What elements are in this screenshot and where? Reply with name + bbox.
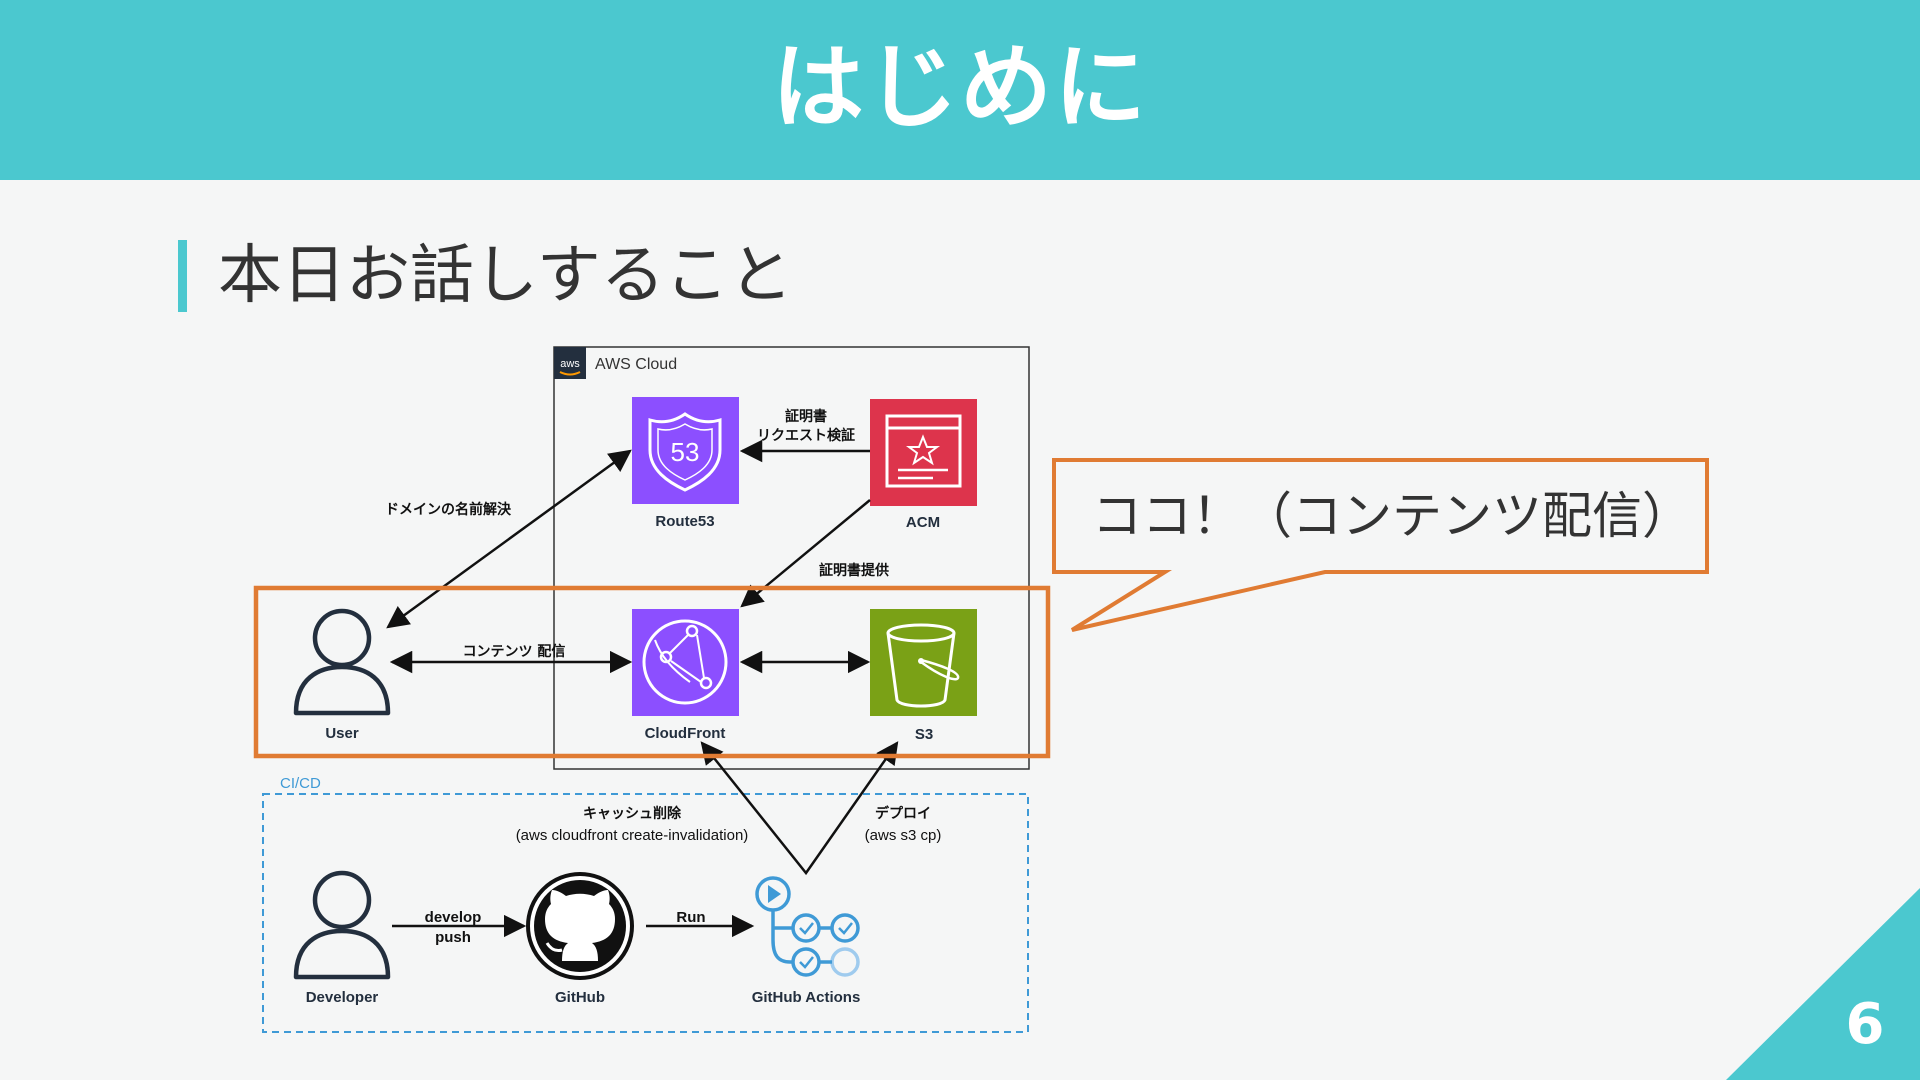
- content-delivery-label: コンテンツ 配信: [463, 643, 566, 660]
- edge-user-route53: [386, 449, 632, 629]
- cert-label-line1: 証明書: [785, 408, 827, 425]
- edge-actions-to-aws: [700, 741, 899, 876]
- route53-badge: 53: [671, 437, 700, 467]
- developer-label: Developer: [306, 989, 379, 1006]
- s3-label: S3: [915, 726, 933, 743]
- user-label: User: [325, 725, 359, 742]
- domain-resolution-label: ドメインの名前解決: [385, 501, 512, 518]
- cache-delete-label-line2: (aws cloudfront create-invalidation): [516, 827, 749, 844]
- section-accent-bar: [178, 240, 187, 312]
- cicd-label: CI/CD: [280, 775, 321, 792]
- aws-logo-text: aws: [560, 358, 580, 370]
- deploy-label-line1: デプロイ: [875, 805, 931, 822]
- s3-bucket-icon: [870, 609, 977, 716]
- callout-bubble: [1052, 458, 1709, 632]
- slide-title: はじめに: [771, 34, 1148, 141]
- github-actions-label: GitHub Actions: [752, 989, 861, 1006]
- cicd-group: [262, 793, 1029, 1033]
- section-title: 本日お話しすること: [218, 239, 793, 313]
- route53-label: Route53: [655, 513, 714, 530]
- highlight-box: [253, 585, 1051, 759]
- developer-icon: [293, 870, 391, 980]
- acm-label: ACM: [906, 514, 940, 531]
- cloudfront-icon: [632, 609, 739, 716]
- run-label: Run: [676, 909, 705, 926]
- cert-provide-label: 証明書提供: [819, 562, 889, 579]
- user-icon: [293, 608, 391, 716]
- github-icon: [526, 872, 634, 980]
- aws-cloud-label: AWS Cloud: [595, 356, 677, 373]
- header-bar: [0, 0, 1920, 180]
- develop-push-label-line2: push: [435, 929, 471, 946]
- corner-triangle: [1726, 888, 1920, 1080]
- route53-icon: 53: [632, 397, 739, 504]
- callout-text: ココ！（コンテンツ配信）: [1092, 487, 1692, 545]
- deploy-label-line2: (aws s3 cp): [865, 827, 942, 844]
- cert-label-line2: リクエスト検証: [757, 427, 855, 444]
- cloudfront-label: CloudFront: [645, 725, 726, 742]
- acm-icon: [870, 399, 977, 506]
- github-actions-icon: [755, 876, 860, 977]
- develop-push-label-line1: develop: [425, 909, 482, 926]
- page-number: 6: [1845, 992, 1885, 1057]
- github-label: GitHub: [555, 989, 605, 1006]
- cache-delete-label-line1: キャッシュ削除: [583, 805, 682, 822]
